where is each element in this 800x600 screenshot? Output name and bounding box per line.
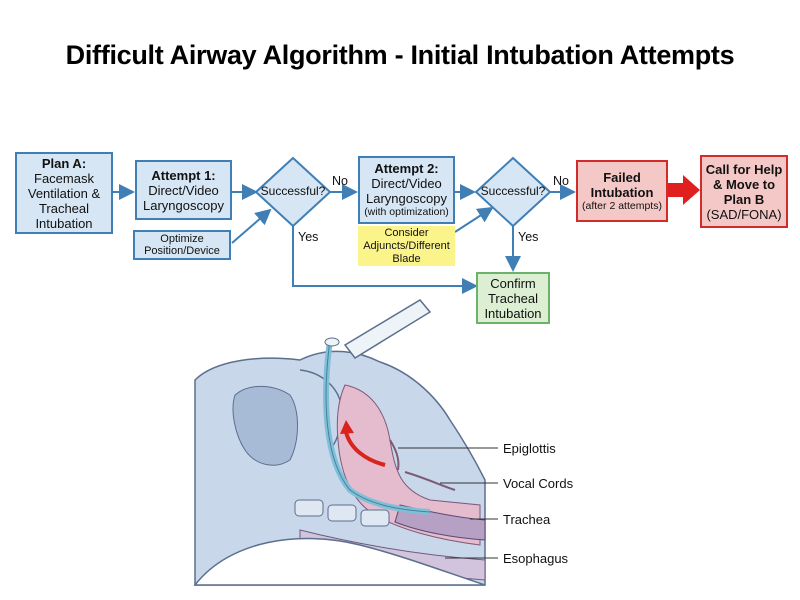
label-epiglottis: Epiglottis — [503, 441, 556, 456]
vocal-cords — [404, 471, 456, 491]
laryngoscope-handle — [343, 299, 432, 359]
arrow-failed-call — [668, 175, 700, 205]
plan-a-line: Tracheal — [38, 200, 90, 216]
failed-line: Failed — [603, 169, 641, 185]
failed-note: (after 2 attempts) — [582, 199, 662, 212]
oral-cavity — [232, 385, 298, 466]
decision1-text: Successful? — [260, 184, 326, 198]
decision2-no-label: No — [553, 174, 569, 188]
plan-a-line: Intubation — [35, 215, 93, 231]
arrow-decision1-confirm — [292, 226, 478, 294]
attempt2-line: Direct/Video — [371, 176, 442, 191]
epiglottis — [389, 439, 400, 471]
endotracheal-tube-outline — [325, 339, 431, 513]
decision2-yes-label: Yes — [518, 230, 539, 244]
tube-connector — [324, 337, 340, 347]
plan-a-line: Facemask — [34, 170, 94, 186]
consider-line: Consider — [384, 226, 429, 239]
failed-line: Intubation — [590, 184, 654, 200]
confirm-line: Tracheal — [487, 290, 539, 306]
spine — [294, 499, 390, 527]
attempt1-heading: Attempt 1: — [151, 167, 216, 183]
arrow-optimize-decision1 — [231, 208, 272, 244]
arrow-consider-decision2 — [454, 206, 494, 233]
label-trachea: Trachea — [503, 512, 551, 527]
plan-a-heading: Plan A: — [41, 155, 87, 171]
attempt2-line: Laryngoscopy — [366, 191, 447, 206]
decision2-text: Successful? — [480, 184, 546, 198]
pharynx — [336, 384, 481, 546]
attempt2-heading: Attempt 2: — [374, 161, 439, 176]
decision1-no-label: No — [332, 174, 348, 188]
page-title: Difficult Airway Algorithm - Initial Int… — [65, 40, 735, 70]
plan-a-line: Ventilation & — [27, 185, 101, 201]
plan-a-box: Plan A: Facemask Ventilation & Tracheal … — [15, 152, 113, 234]
call-line: & Move to — [712, 176, 776, 192]
confirm-box: Confirm Tracheal Intubation — [476, 272, 550, 324]
attempt1-box: Attempt 1: Direct/Video Laryngoscopy — [135, 160, 232, 220]
decision1-yes-label: Yes — [298, 230, 319, 244]
attempt2-box: Attempt 2: Direct/Video Laryngoscopy (wi… — [358, 156, 455, 224]
shoulder — [193, 537, 486, 586]
label-esophagus: Esophagus — [503, 551, 569, 566]
optimize-line: Optimize — [160, 233, 204, 245]
direction-arrow — [344, 431, 386, 467]
attempt2-note: (with optimization) — [364, 206, 449, 218]
optimize-box: Optimize Position/Device — [133, 230, 231, 260]
call-note: (SAD/FONA) — [706, 206, 782, 222]
call-line: Plan B — [723, 191, 765, 207]
confirm-line: Confirm — [490, 275, 536, 291]
consider-line: Adjuncts/Different — [363, 239, 450, 252]
failed-intubation-box: Failed Intubation (after 2 attempts) — [576, 160, 668, 222]
label-vocal-cords: Vocal Cords — [503, 476, 574, 491]
direction-arrow-head — [340, 420, 354, 434]
attempt1-line: Laryngoscopy — [143, 197, 224, 213]
attempt1-line: Direct/Video — [148, 182, 219, 198]
consider-line: Blade — [392, 252, 421, 265]
confirm-line: Intubation — [484, 305, 542, 321]
call-line: Call for Help — [705, 161, 783, 177]
consider-box: Consider Adjuncts/Different Blade — [358, 226, 455, 266]
call-for-help-box: Call for Help & Move to Plan B (SAD/FONA… — [700, 155, 788, 228]
optimize-line: Position/Device — [144, 245, 220, 257]
